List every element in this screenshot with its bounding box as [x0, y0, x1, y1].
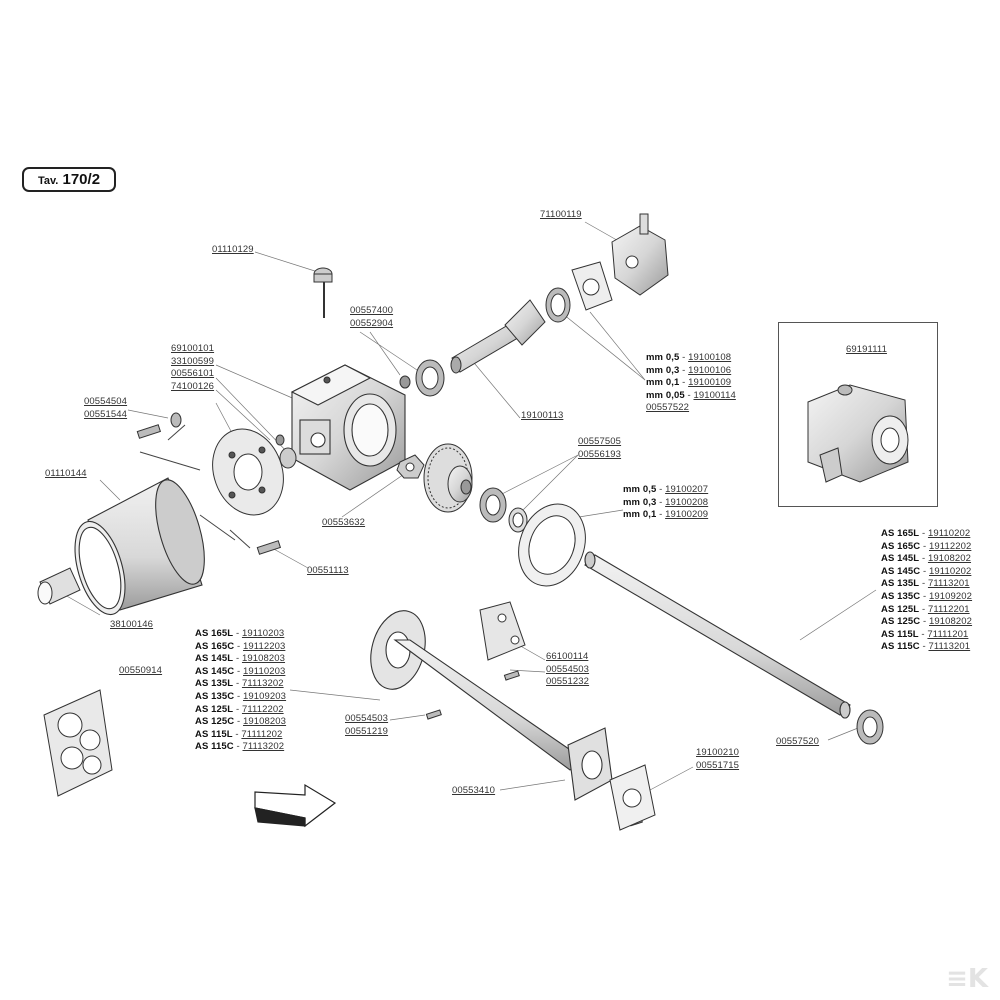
inset-frame	[778, 322, 938, 507]
label-group-screws: 00554504 00551544	[84, 396, 127, 421]
label-group-housing: 69100101 33100599 00556101 74100126	[171, 343, 214, 393]
inset-gearbox	[807, 384, 909, 483]
label-66100114: 66100114	[546, 651, 589, 662]
label-group-crown: 00557505 00556193	[578, 436, 621, 461]
dipstick	[313, 267, 333, 318]
model-row: AS 125L - 71112201	[881, 603, 970, 615]
label-00557505: 00557505	[578, 436, 622, 447]
model-row: AS 145L - 19108203	[195, 653, 286, 665]
label-00556193: 00556193	[578, 448, 622, 460]
model-row: AS 125L - 71112202	[195, 703, 284, 715]
label-group-tube-screw: 00554503 00551219	[345, 713, 388, 738]
label-01110144: 01110144	[45, 468, 87, 479]
model-row: AS 165C - 19112202	[881, 540, 972, 552]
gearbox-housing	[290, 364, 406, 491]
label-00551544: 00551544	[84, 408, 128, 420]
label-group-gasket: 19100210 00551715	[696, 747, 739, 772]
shim-row: mm 0,1 - 19100209	[623, 509, 709, 521]
label-33100599: 33100599	[171, 355, 215, 367]
label-00557400: 00557400	[350, 305, 394, 316]
pivot-bracket	[611, 213, 669, 296]
label-38100146: 38100146	[110, 619, 154, 630]
drive-shaft	[584, 551, 851, 719]
tube-model-list: AS 165L - 19110203 AS 165C - 19112203 AS…	[195, 628, 286, 754]
model-row: AS 135C - 19109203	[195, 690, 287, 702]
label-19100113: 19100113	[521, 410, 564, 421]
shim-row: mm 0,3 - 19100208	[623, 496, 709, 508]
label-71100119: 71100119	[540, 209, 582, 220]
model-row: AS 145L - 19108202	[881, 553, 972, 565]
table-title-number: 170/2	[62, 171, 101, 188]
model-row: AS 145C - 19110203	[195, 665, 286, 677]
shim-row: mm 0,5 - 19100108	[646, 352, 732, 363]
label-00554504: 00554504	[84, 396, 128, 407]
label-00553410: 00553410	[452, 785, 496, 796]
model-row: AS 165L - 19110203	[195, 628, 285, 639]
label-00557522: 00557522	[646, 402, 690, 414]
label-group-bracket: 66100114 00554503 00551232	[546, 651, 589, 689]
leader-lines	[64, 221, 877, 791]
shim-row: mm 0,1 - 19100109	[646, 377, 732, 389]
model-row: AS 135L - 71113202	[195, 678, 284, 690]
table-title-prefix: Tav.	[37, 175, 59, 187]
shim-row: mm 0,3 - 19100106	[646, 364, 732, 376]
shim-list-pinion: mm 0,5 - 19100108 mm 0,3 - 19100106 mm 0…	[646, 352, 736, 415]
label-00554503-b: 00554503	[345, 713, 389, 724]
label-00556101: 00556101	[171, 368, 215, 380]
label-00554503-a: 00554503	[546, 663, 590, 675]
model-row: AS 165C - 19112203	[195, 640, 286, 652]
model-row: AS 115C - 71113201	[881, 641, 971, 653]
model-row: AS 135C - 19109202	[881, 590, 973, 602]
model-row: AS 115L - 71111201	[881, 628, 969, 640]
shim-list-crown: mm 0,5 - 19100207 mm 0,3 - 19100208 mm 0…	[623, 484, 708, 522]
model-row: AS 115C - 71113202	[195, 741, 285, 753]
label-00553632: 00553632	[322, 517, 366, 528]
drum	[74, 477, 205, 616]
shaft-model-list: AS 165L - 19110202 AS 165C - 19112202 AS…	[881, 528, 972, 654]
model-row: AS 115L - 71111202	[195, 728, 283, 740]
shim-row: mm 0,05 - 19100114	[646, 389, 736, 401]
label-69100101: 69100101	[171, 343, 215, 354]
pinion-shaft	[450, 299, 546, 374]
model-row: AS 125C - 19108203	[195, 716, 287, 728]
model-row: AS 145C - 19110202	[881, 565, 972, 577]
crown-gear	[423, 443, 473, 513]
label-00551113: 00551113	[307, 565, 349, 576]
label-00551219: 00551219	[345, 725, 389, 737]
label-01110129: 01110129	[212, 244, 254, 255]
label-group-pinion: 00557400 00552904	[350, 305, 393, 330]
gasket-kit	[43, 689, 113, 797]
model-row: AS 125C - 19108202	[881, 616, 973, 628]
model-row: AS 135L - 71113201	[881, 578, 970, 590]
table-title: Tav. 170/2	[22, 167, 116, 192]
label-74100126: 74100126	[171, 380, 215, 392]
label-19100210: 19100210	[696, 747, 740, 758]
label-00551715: 00551715	[696, 759, 740, 771]
shim-row: mm 0,5 - 19100207	[623, 484, 709, 495]
cover-plate	[212, 428, 284, 516]
label-00557520: 00557520	[776, 736, 820, 747]
label-00552904: 00552904	[350, 317, 394, 329]
watermark-logo: ≡K	[946, 964, 988, 994]
label-00551232: 00551232	[546, 676, 590, 688]
direction-arrow	[254, 783, 337, 828]
model-row: AS 165L - 19110202	[881, 528, 971, 539]
label-00550914: 00550914	[119, 665, 163, 676]
label-69191111: 69191111	[846, 344, 887, 355]
